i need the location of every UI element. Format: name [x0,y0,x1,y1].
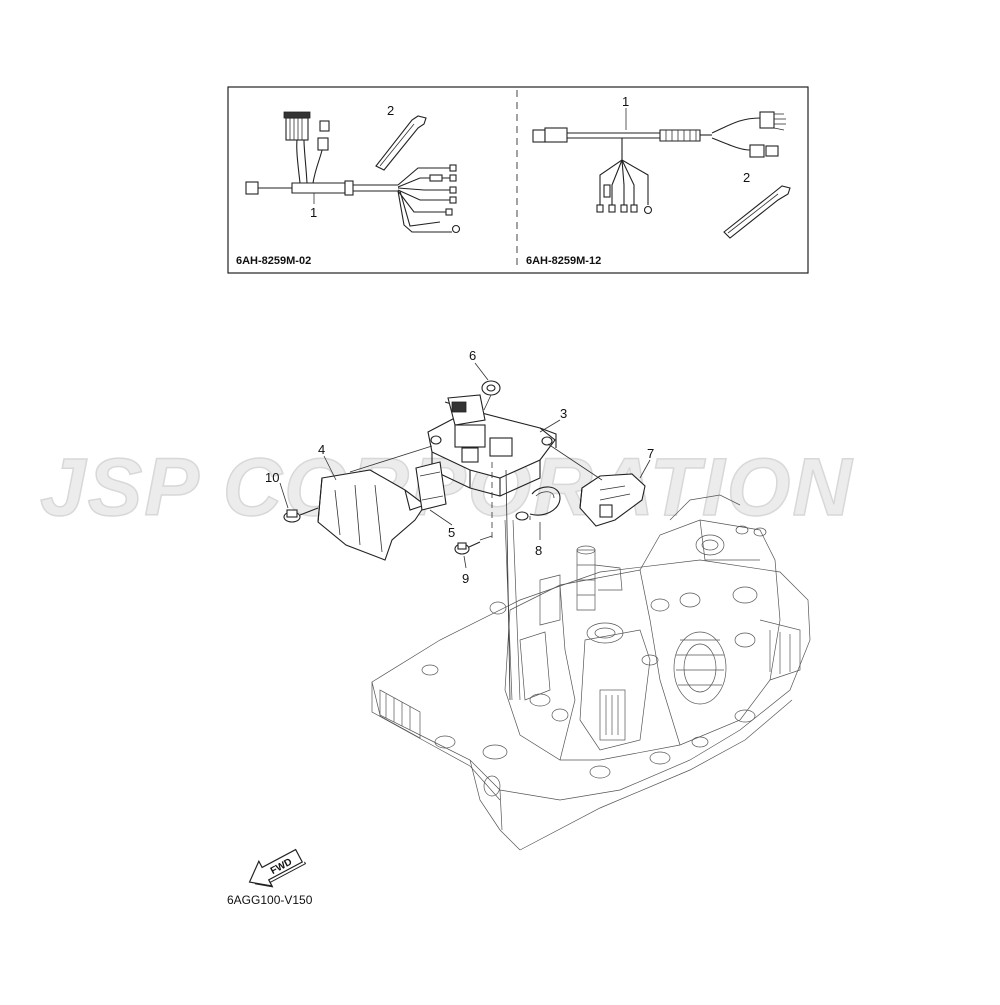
part-7-cover [579,473,646,527]
fwd-label: FWD [269,857,294,877]
callout-7: 7 [647,446,654,461]
part-9-bolt [454,541,481,555]
part-3-bracket [427,394,557,497]
inset-box [227,86,809,274]
right-label-2: 2 [743,170,750,185]
left-inset-code: 6AH-8259M-02 [236,255,311,267]
part-5-plate [415,461,447,511]
left-wire-harness [245,111,461,234]
left-label-2: 2 [387,103,394,118]
figure-code: 6AGG100-V150 [227,893,313,907]
right-wire-harness [532,111,786,215]
left-label-1: 1 [310,205,317,220]
callout-5: 5 [448,525,455,540]
fwd-arrow: FWD [248,848,307,888]
callout-10: 10 [265,470,279,485]
callout-6: 6 [469,348,476,363]
right-label-1: 1 [622,94,629,109]
part-8-clamp [515,486,561,521]
part-10-bolt [283,507,319,523]
part-4-cover [317,469,426,561]
engine-body [371,494,811,851]
right-cable-tie [723,185,791,239]
callout-4: 4 [318,442,325,457]
callout-3: 3 [560,406,567,421]
callout-8: 8 [535,543,542,558]
left-cable-tie [375,115,427,171]
right-inset-code: 6AH-8259M-12 [526,255,601,267]
callout-9: 9 [462,571,469,586]
part-6-grommet [481,380,501,411]
assembly-lines [279,362,651,701]
